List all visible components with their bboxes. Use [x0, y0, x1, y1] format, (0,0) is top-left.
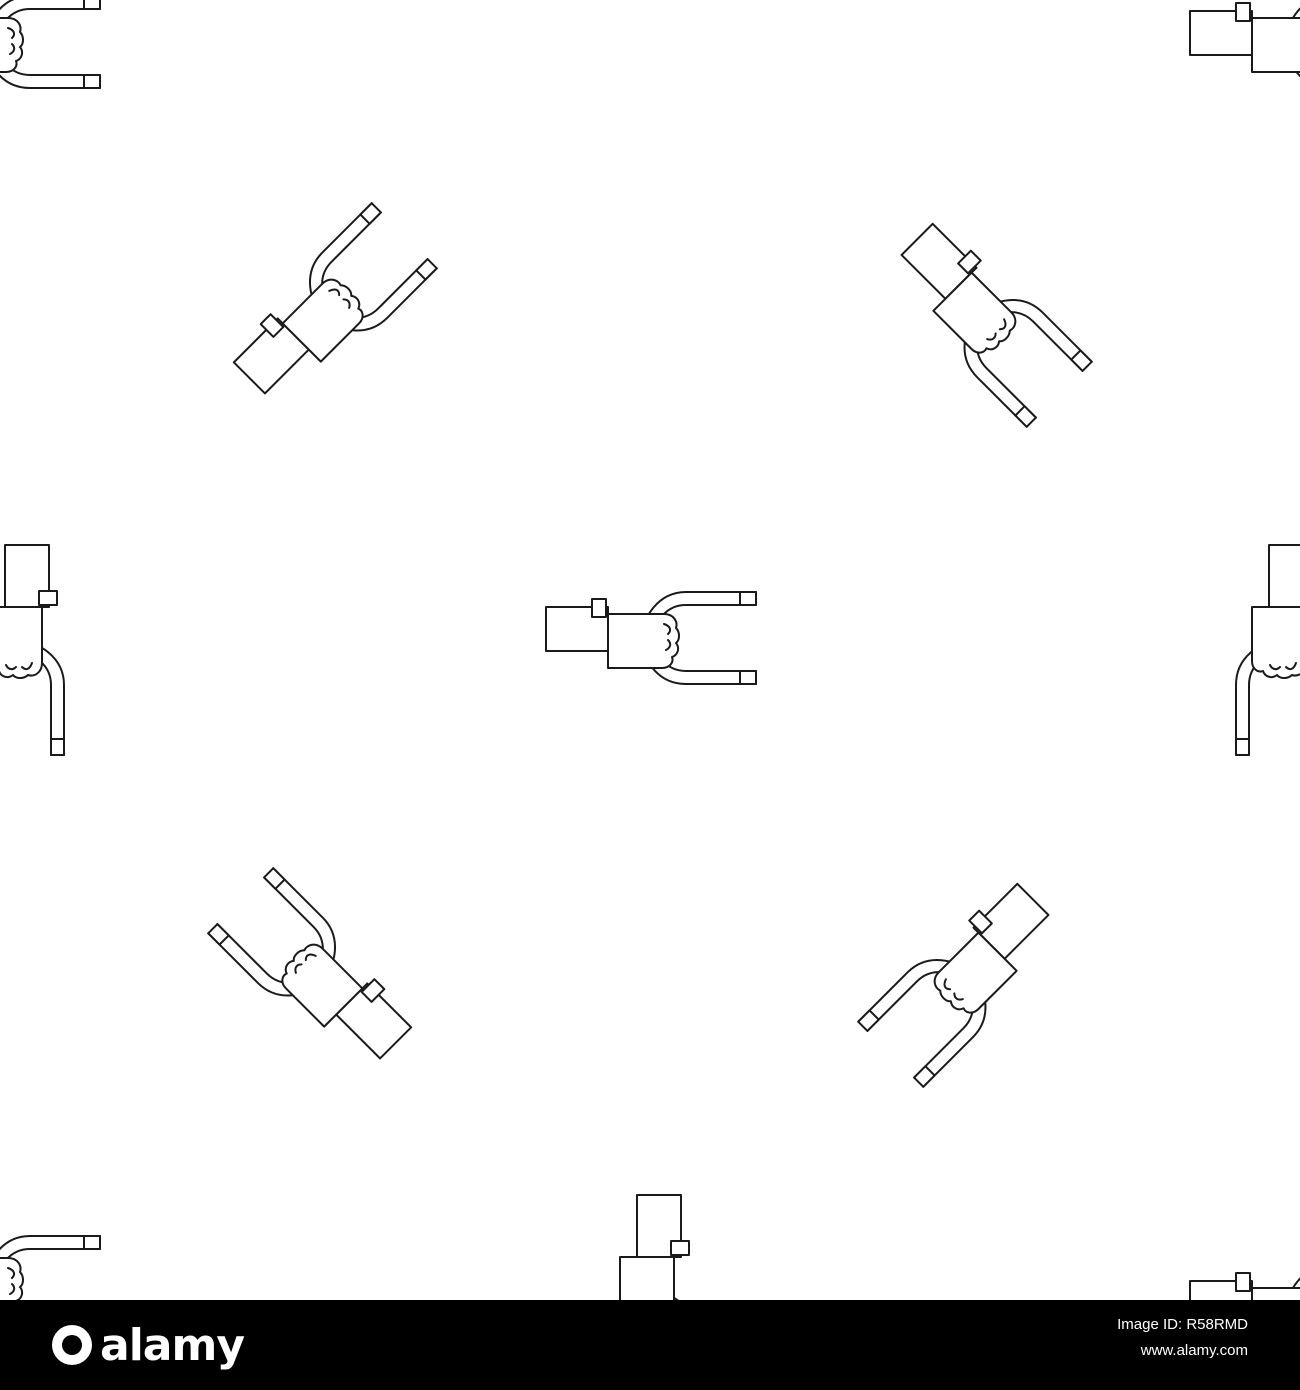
pattern-icon-bottom-edge	[603, 1194, 697, 1300]
alamy-brand-text: alamy	[100, 1319, 245, 1371]
pattern-icon-lower-left	[207, 867, 423, 1083]
pattern-icon-bottom-right-corner	[1189, 1265, 1300, 1300]
image-id-label: Image ID: R58RMD	[1117, 1316, 1248, 1333]
alamy-logo: alamy	[52, 1318, 245, 1372]
pattern-icon-lower-right	[857, 872, 1073, 1088]
pattern-canvas	[0, 0, 1300, 1300]
pattern-icon-center	[545, 591, 757, 685]
pattern-icon-right-edge	[1235, 544, 1300, 756]
watermark-info: Image ID: R58RMD www.alamy.com	[1117, 1314, 1248, 1366]
pattern-icon-bottom-left-corner	[0, 1235, 101, 1300]
alamy-logo-icon	[52, 1325, 92, 1365]
watermark-footer: alamy Image ID: R58RMD www.alamy.com	[0, 1300, 1300, 1390]
pattern-icon-top-left-corner	[0, 0, 101, 89]
pattern-icon-upper-left	[222, 202, 438, 418]
pattern-icon-top-right-corner	[1189, 0, 1300, 89]
pattern-icon-upper-right	[877, 212, 1093, 428]
alamy-url[interactable]: www.alamy.com	[1140, 1342, 1248, 1359]
pattern-icon-left-edge	[0, 544, 65, 756]
pattern-svg	[0, 0, 1300, 1300]
